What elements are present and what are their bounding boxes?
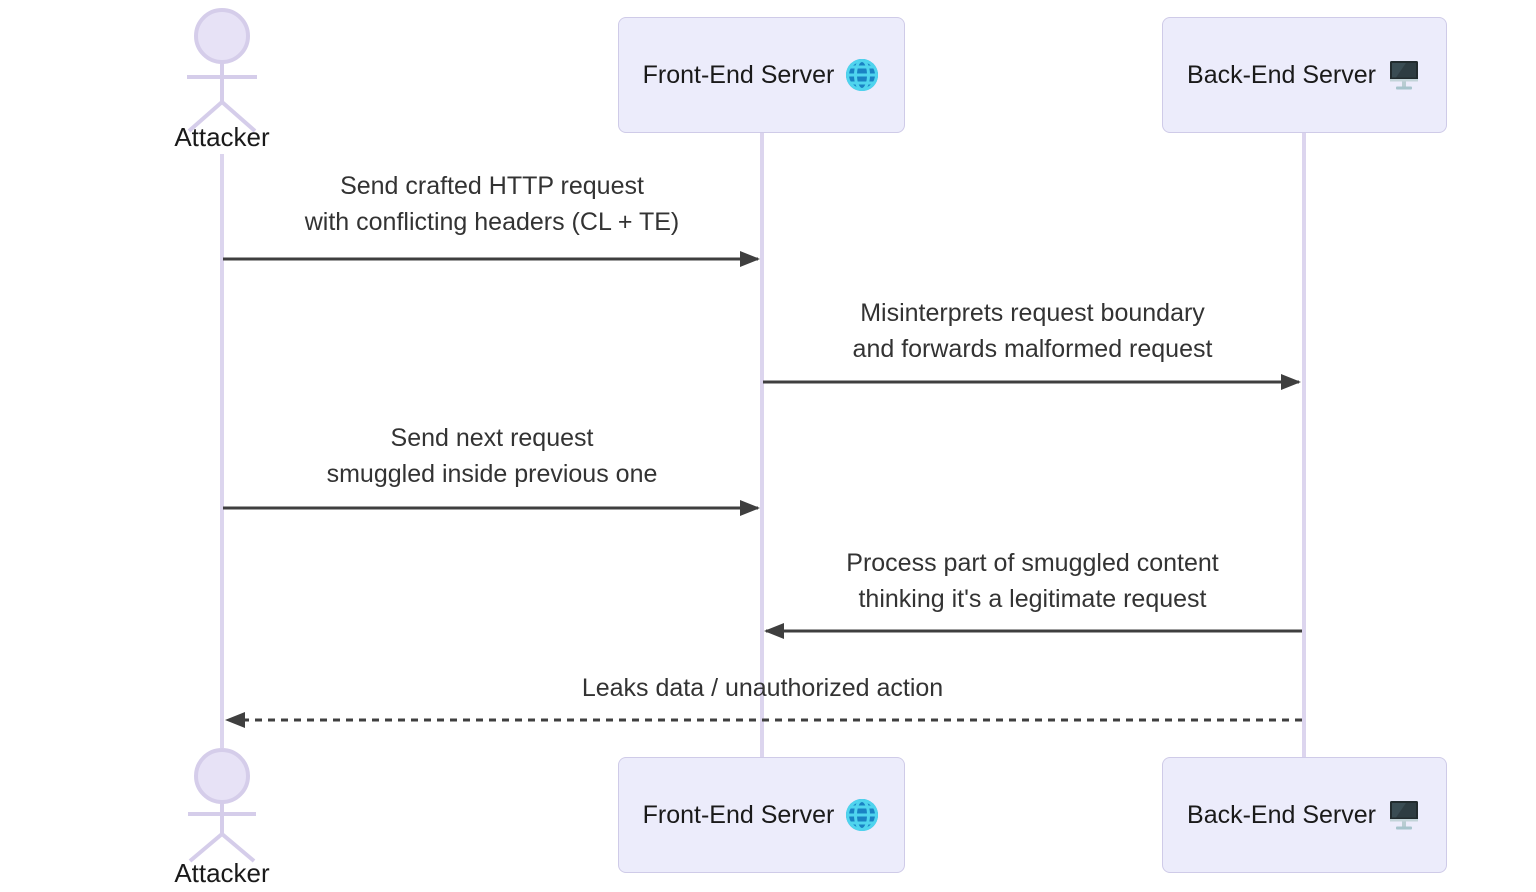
participant-frontend-label: Front-End Server bbox=[642, 60, 835, 89]
actor-label-attacker-top: Attacker bbox=[174, 122, 270, 152]
message-2-line-2: and forwards malformed request bbox=[852, 335, 1213, 363]
attacker-actor-bottom-icon bbox=[188, 748, 256, 863]
message-1-line-1: Send crafted HTTP request bbox=[340, 172, 644, 200]
message-3-line-1: Send next request bbox=[390, 424, 594, 452]
monitor-icon bbox=[1389, 801, 1418, 830]
participant-backend-top: Back-End Server bbox=[1162, 17, 1447, 133]
attacker-actor-top-icon bbox=[187, 8, 257, 133]
monitor-icon bbox=[1389, 61, 1418, 90]
message-text-5: Leaks data / unauthorized action bbox=[222, 670, 1303, 706]
message-text-4: Process part of smuggled content thinkin… bbox=[762, 545, 1303, 617]
message-4-line-2: thinking it's a legitimate request bbox=[858, 585, 1207, 613]
message-1-line-2: with conflicting headers (CL + TE) bbox=[304, 208, 680, 236]
participant-frontend-top: Front-End Server bbox=[618, 17, 905, 133]
globe-icon bbox=[846, 59, 879, 91]
actor-label-attacker-bottom: Attacker bbox=[174, 858, 270, 888]
message-text-3: Send next request smuggled inside previo… bbox=[222, 420, 762, 492]
message-3-line-2: smuggled inside previous one bbox=[326, 460, 658, 488]
message-5-line-1: Leaks data / unauthorized action bbox=[581, 674, 944, 702]
participant-frontend-bottom: Front-End Server bbox=[618, 757, 905, 873]
globe-icon bbox=[846, 799, 879, 831]
participant-frontend-label: Front-End Server bbox=[642, 800, 835, 829]
participant-backend-label: Back-End Server bbox=[1187, 800, 1376, 829]
message-4-line-1: Process part of smuggled content bbox=[846, 549, 1219, 577]
message-text-2: Misinterprets request boundary and forwa… bbox=[762, 295, 1303, 367]
participant-backend-label: Back-End Server bbox=[1187, 60, 1376, 89]
participant-backend-bottom: Back-End Server bbox=[1162, 757, 1447, 873]
message-text-1: Send crafted HTTP request with conflicti… bbox=[222, 168, 762, 240]
message-2-line-1: Misinterprets request boundary bbox=[860, 299, 1205, 327]
